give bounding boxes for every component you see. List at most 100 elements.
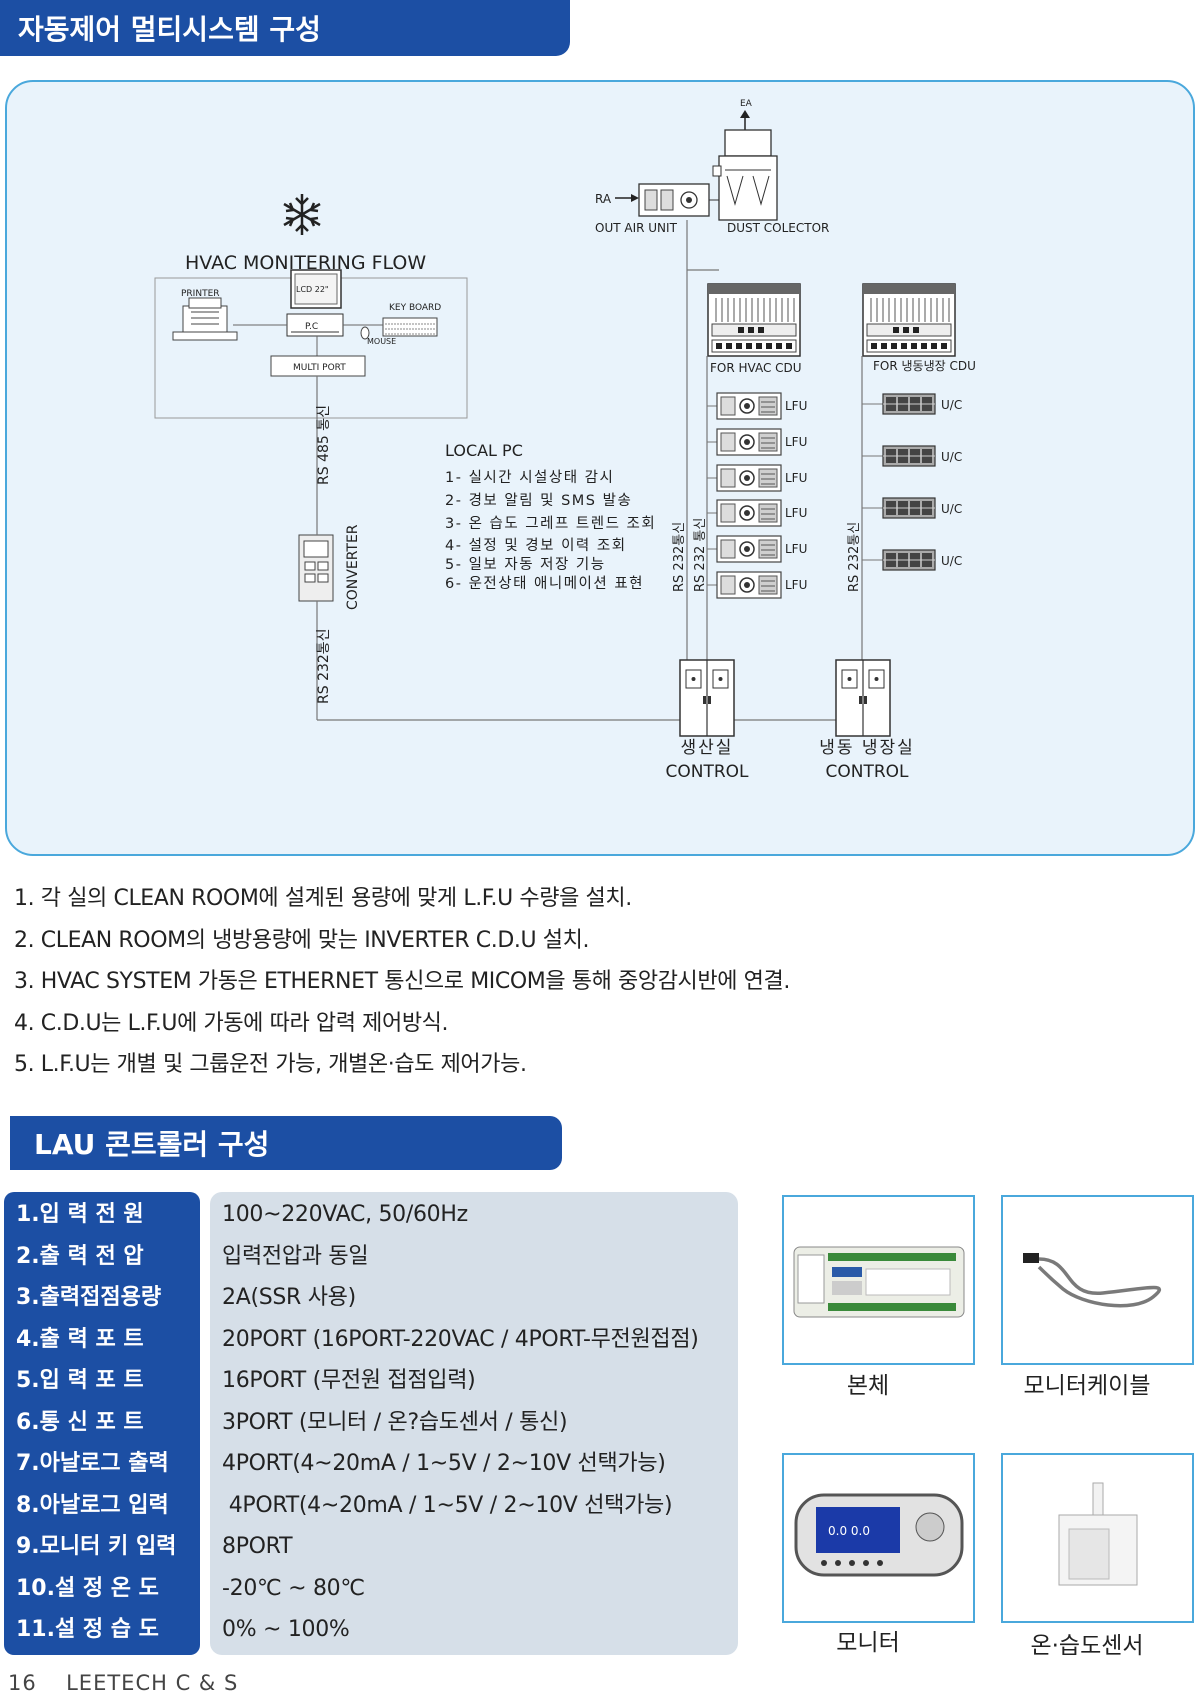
spec-label: 6.통 신 포 트 (16, 1409, 144, 1435)
multiport-box (270, 355, 366, 377)
lfu-unit: LFU (707, 571, 807, 599)
spec-value: 4PORT(4~20mA / 1~5V / 2~10V 선택가능) (222, 1492, 673, 1518)
svg-text:LFU: LFU (785, 506, 807, 520)
spec-labels-column: 1.입 력 전 원 2.출 력 전 압 3.출력접점용량 4.출 력 포 트 5… (4, 1192, 200, 1655)
cold-cdu-icon (862, 283, 956, 357)
uc-unit: U/C (862, 445, 962, 467)
control1-name: 생산실 (681, 738, 734, 758)
dust-colector-icon (712, 129, 778, 221)
note-item: 1. 각 실의 CLEAN ROOM에 설계된 용량에 맞게 L.F.U 수량을… (14, 886, 632, 911)
spec-value: 100~220VAC, 50/60Hz (222, 1202, 468, 1227)
svg-text:LFU: LFU (785, 435, 807, 449)
lcd-monitor-icon (290, 269, 342, 309)
rs485-label: RS 485 통신 (316, 405, 332, 485)
company-name: LEETECH C & S (66, 1671, 239, 1695)
mouse-label: MOUSE (367, 337, 396, 346)
svg-text:LFU: LFU (785, 578, 807, 592)
lfu-unit: LFU (707, 499, 807, 527)
lfu-unit: LFU (707, 464, 807, 492)
spec-label: 5.입 력 포 트 (16, 1368, 144, 1393)
section-title-lau-text: LAU 콘트롤러 구성 (34, 1128, 270, 1161)
spec-values-column: 100~220VAC, 50/60Hz 입력전압과 동일 2A(SSR 사용) … (210, 1192, 738, 1655)
svg-text:U/C: U/C (941, 450, 962, 464)
spec-value: -20℃ ~ 80℃ (222, 1575, 365, 1601)
local-pc-item: 6- 운전상태 애니메이션 표현 (445, 575, 644, 592)
svg-text:U/C: U/C (941, 554, 962, 568)
printer-icon (172, 297, 238, 341)
page-footer: 16 LEETECH C & S (8, 1671, 238, 1695)
spec-label: 10.설 정 온 도 (16, 1575, 159, 1601)
diagram-panel (5, 80, 1195, 856)
section-title-lau: LAU 콘트롤러 구성 (10, 1116, 562, 1170)
hvac-flow-diagram: HVAC MONITERING FLOW PRINTER LCD 22" P.C… (154, 99, 976, 782)
sensor-photo (1001, 1453, 1194, 1623)
note-item: 2. CLEAN ROOM의 냉방용량에 맞는 INVERTER C.D.U 설… (14, 927, 590, 953)
svg-text:0.0 0.0: 0.0 0.0 (828, 1524, 870, 1538)
monitor-caption: 모니터 (836, 1630, 900, 1656)
spec-value: 16PORT (무전원 접점입력) (222, 1368, 476, 1393)
uc-unit: U/C (862, 549, 962, 571)
ra-arrow-icon (615, 194, 639, 202)
hvac-cdu-icon (707, 283, 801, 357)
page-number: 16 (8, 1671, 37, 1695)
note-item: 3. HVAC SYSTEM 가동은 ETHERNET 통신으로 MICOM을 … (14, 969, 790, 994)
dust-colector-label: DUST COLECTOR (727, 221, 829, 235)
spec-value: 입력전압과 동일 (222, 1243, 369, 1269)
lcd-label: LCD 22" (296, 285, 329, 294)
converter-label: CONVERTER (345, 524, 361, 610)
ea-arrow-icon (740, 110, 750, 130)
local-pc-item: 2- 경보 알림 및 SMS 발송 (445, 492, 632, 509)
svg-text:U/C: U/C (941, 398, 962, 412)
svg-text:LFU: LFU (785, 471, 807, 485)
cable-caption: 모니터케이블 (1023, 1373, 1151, 1399)
monitor-photo: 0.0 0.0 (782, 1453, 975, 1623)
lfu-unit: LFU (707, 392, 807, 420)
control1-label: CONTROL (665, 762, 749, 782)
out-air-unit-icon (638, 183, 719, 217)
spec-label: 9.모니터 키 입력 (16, 1534, 177, 1559)
multiport-label: MULTI PORT (293, 363, 346, 373)
section-title-system-text: 자동제어 멀티시스템 구성 (18, 13, 321, 46)
spec-label: 4.출 력 포 트 (16, 1326, 144, 1352)
keyboard-label: KEY BOARD (389, 303, 441, 313)
rs232-left-label: RS 232통신 (316, 628, 332, 704)
body-caption: 본체 (846, 1373, 890, 1399)
uc-unit: U/C (862, 393, 962, 415)
section-title-system: 자동제어 멀티시스템 구성 (0, 0, 570, 56)
mouse-icon (360, 326, 370, 340)
spec-value: 0% ~ 100% (222, 1617, 350, 1642)
local-pc-item: 3- 온 습도 그레프 트렌드 조회 (445, 515, 656, 532)
local-pc-item: 1- 실시간 시설상태 감시 (445, 469, 614, 486)
spec-label: 11.설 정 습 도 (16, 1617, 159, 1642)
spec-label: 3.출력접점용량 (16, 1285, 162, 1310)
diagram-title: HVAC MONITERING FLOW (185, 252, 426, 274)
local-pc-item: 5- 일보 자동 저장 기능 (445, 556, 606, 573)
monitor-cable-photo (1001, 1195, 1194, 1365)
rs232-a-label: RS 232통신 (672, 522, 687, 592)
note-item: 4. C.D.U는 L.F.U에 가동에 따라 압력 제어방식. (14, 1010, 449, 1036)
out-air-unit-label: OUT AIR UNIT (595, 221, 678, 235)
spec-value: 8PORT (222, 1534, 293, 1559)
pc-label: P.C (305, 322, 318, 332)
spec-label: 2.출 력 전 압 (16, 1243, 144, 1269)
spec-value: 20PORT (16PORT-220VAC / 4PORT-무전원접점) (222, 1326, 699, 1352)
cold-storage-control-cabinet (835, 659, 891, 737)
spec-label: 7.아날로그 출력 (16, 1451, 169, 1476)
sensor-caption: 온·습도센서 (1030, 1633, 1144, 1659)
ea-label: EA (740, 99, 753, 109)
notes-list: 1. 각 실의 CLEAN ROOM에 설계된 용량에 맞게 L.F.U 수량을… (14, 878, 790, 1086)
ra-label: RA (595, 192, 612, 206)
uc-unit: U/C (862, 497, 962, 519)
svg-text:U/C: U/C (941, 502, 962, 516)
note-item: 5. L.F.U는 개별 및 그룹운전 가능, 개별온·습도 제어가능. (14, 1052, 527, 1077)
spec-value: 3PORT (모니터 / 온?습도센서 / 통신) (222, 1409, 568, 1435)
rs232-c-label: RS 232통신 (847, 522, 862, 592)
control2-name: 냉동 냉장실 (819, 738, 915, 758)
lfu-unit: LFU (707, 535, 807, 563)
keyboard-icon (382, 317, 438, 337)
spec-value: 2A(SSR 사용) (222, 1285, 356, 1310)
snowflake-icon (283, 194, 321, 235)
svg-text:LFU: LFU (785, 399, 807, 413)
spec-label: 8.아날로그 입력 (16, 1492, 169, 1518)
local-pc-title: LOCAL PC (445, 441, 523, 460)
